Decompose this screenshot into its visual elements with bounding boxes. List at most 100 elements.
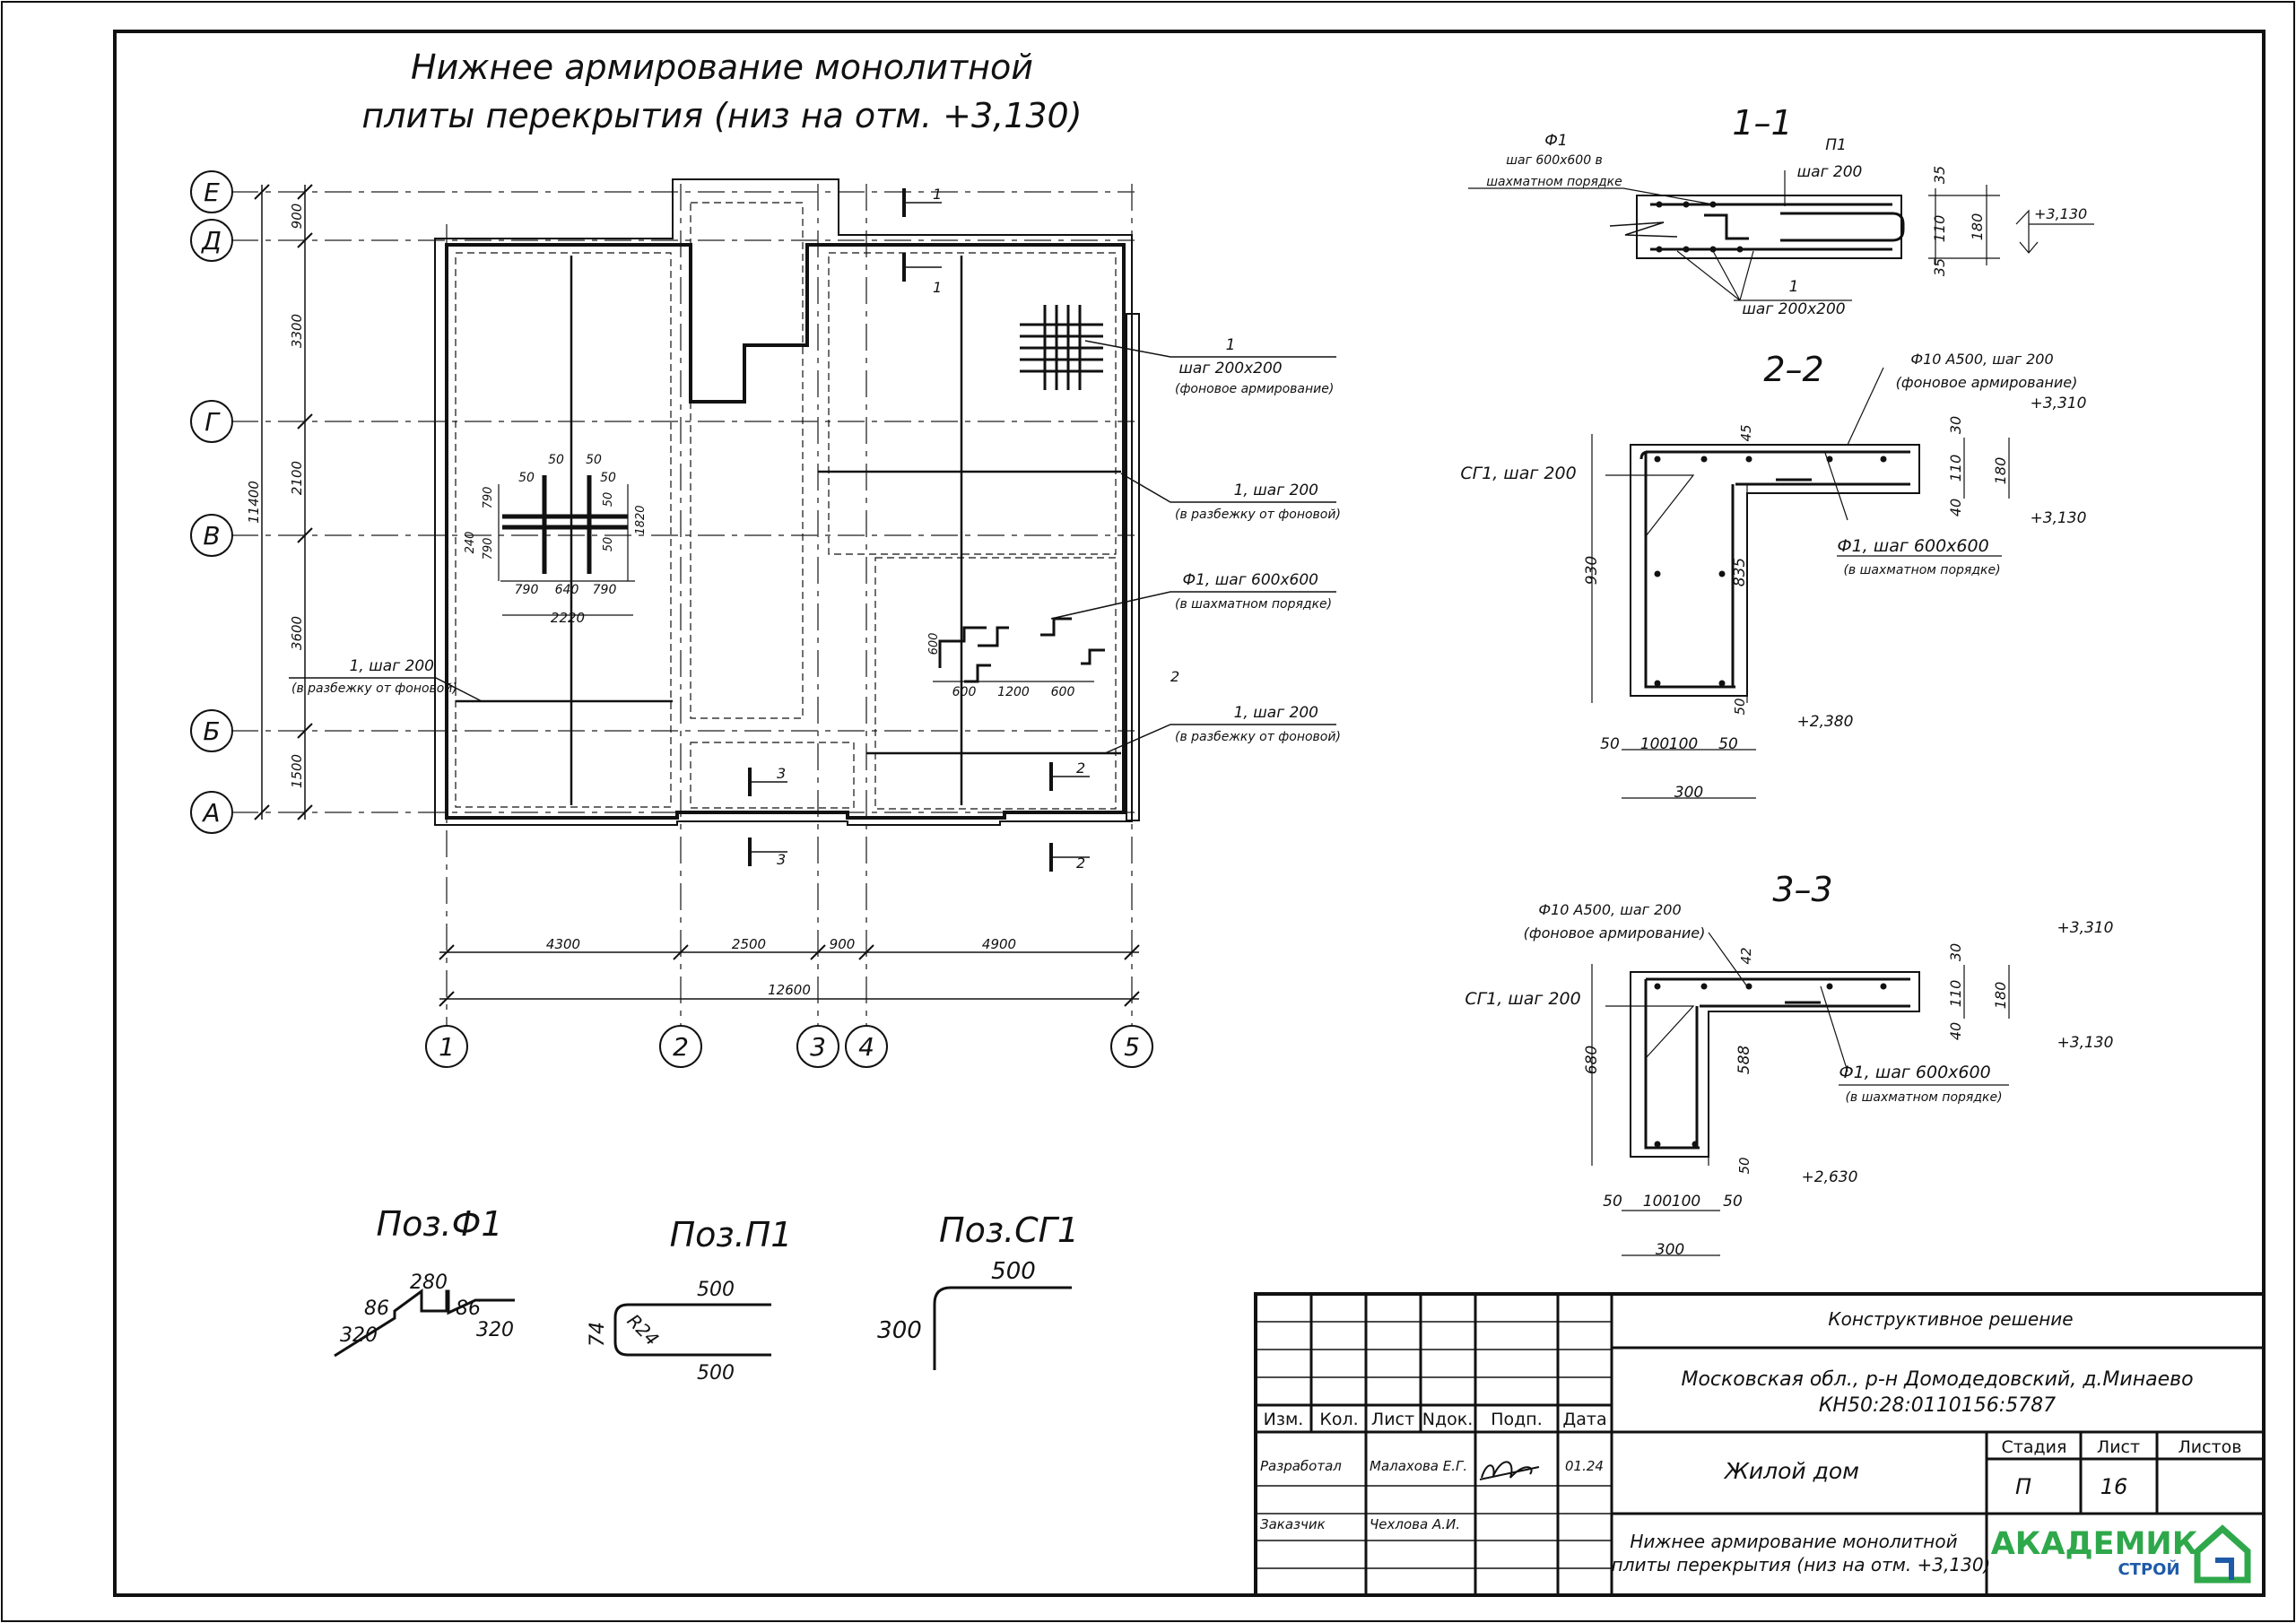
plan-section-marks: 1 1 2 2 2 3 3: [748, 186, 1179, 872]
tb-developed-date: 01.24: [1565, 1458, 1604, 1474]
sec-mark-2a: 2: [1170, 668, 1179, 685]
sec22-dim-b100a: 100: [1640, 735, 1669, 753]
detail-f1-320b: 320: [476, 1319, 514, 1341]
sec22-dim-300: 300: [1674, 784, 1703, 802]
col-dim-4300: 4300: [546, 936, 580, 952]
sec33-sg: СГ1, шаг 200: [1465, 989, 1580, 1009]
section-1-1: 1–1 Ф1 шаг 600х600 в шахматном порядке П…: [1468, 103, 2094, 318]
sec22-elev-wall: +2,380: [1797, 713, 1854, 731]
tb-h-izm: Изм.: [1264, 1410, 1304, 1429]
tb-doc-type: Конструктивное решение: [1828, 1308, 2073, 1330]
sec11-dim-110: 110: [1931, 215, 1948, 243]
sec11-f1-desc2: шахматном порядке: [1486, 175, 1622, 189]
house-icon: [2194, 1524, 2251, 1584]
sec33-note2: (фоновое армирование): [1524, 924, 1706, 942]
sec33-title: 3–3: [1772, 870, 1832, 909]
sec22-dim-b100b: 100: [1669, 735, 1698, 753]
sec22-f1: Ф1, шаг 600х600: [1837, 536, 1988, 556]
title-block: Изм. Кол. Лист Nдок. Подп. Дата Разработ…: [1254, 1292, 2266, 1597]
row-dim-1500: 1500: [289, 754, 305, 788]
sec22-dim-40: 40: [1947, 499, 1964, 516]
company-logo: АКАДЕМИК СТРОЙ: [1991, 1524, 2251, 1584]
tb-developed-name: Малахова Е.Г.: [1370, 1458, 1467, 1474]
sec11-dim-180: 180: [1969, 213, 1986, 241]
sec11-p1-desc: шаг 200: [1797, 163, 1863, 181]
axis-col-2: 2: [673, 1032, 689, 1062]
plan-axes: Е Д Г В Б А 1 2 3 4 5: [190, 170, 1153, 1068]
sec33-dim-588: 588: [1735, 1046, 1753, 1075]
axis-col-4: 4: [858, 1032, 874, 1062]
sec22-dim-835: 835: [1731, 558, 1749, 586]
detail-sg1-500: 500: [991, 1258, 1036, 1285]
callout-mesh-1: 1: [1226, 336, 1236, 354]
row-dim-3300: 3300: [289, 314, 305, 348]
op-dim-t2: 50: [586, 453, 602, 467]
tb-stage-value: П: [2015, 1474, 2031, 1499]
tb-h-ndok: Nдок.: [1422, 1410, 1474, 1429]
sec22-f1-desc: (в шахматном порядке): [1843, 563, 2000, 577]
sec33-elev-bot: +3,130: [2057, 1034, 2114, 1052]
sec11-f1: Ф1: [1544, 132, 1567, 150]
tb-address-1: Московская обл., р-н Домодедовский, д.Ми…: [1681, 1368, 2193, 1391]
sec33-dim-b100a: 100: [1643, 1193, 1672, 1211]
logo-sub-text: СТРОЙ: [2118, 1559, 2179, 1579]
op-dim-l2: 790: [482, 538, 495, 560]
col-dimension-chain: 4300 2500 900 4900 12600: [439, 936, 1140, 1007]
detail-f1-86a: 86: [364, 1298, 389, 1320]
tb-h-podp: Подп.: [1491, 1410, 1543, 1429]
callout-bar2-1: 1, шаг 200: [1234, 704, 1318, 722]
sec22-dim-180: 180: [1992, 457, 2009, 485]
sec-mark-1a: 1: [933, 186, 942, 203]
sec-mark-3a: 3: [777, 765, 786, 782]
sec33-note1: Ф10 А500, шаг 200: [1538, 901, 1681, 918]
callout-bar1-2: (в разбежку от фоновой): [1175, 508, 1341, 522]
plan-title-line1: Нижнее армирование монолитной: [411, 48, 1033, 87]
axis-col-5: 5: [1124, 1032, 1140, 1062]
tb-customer-label: Заказчик: [1260, 1516, 1326, 1532]
tb-h-kol: Кол.: [1319, 1410, 1358, 1429]
section-2-2: 2–2 Ф10 А500, шаг 200 (фоновое армирован…: [1460, 350, 2086, 802]
sec33-f1: Ф1, шаг 600х600: [1839, 1063, 1990, 1082]
op-dim-t0: 50: [518, 471, 535, 485]
sec-mark-3b: 3: [777, 851, 786, 868]
row-dim-2100: 2100: [289, 461, 305, 495]
callout-bar3-1: 1, шаг 200: [350, 657, 434, 675]
sec33-dim-300: 300: [1656, 1241, 1684, 1259]
sec-mark-2c: 2: [1076, 855, 1085, 872]
sec33-dim-b50a: 50: [1603, 1193, 1622, 1211]
slab-outline: [434, 178, 1140, 826]
logo-main-text: АКАДЕМИК: [1991, 1526, 2198, 1562]
sec33-dim-42: 42: [1738, 947, 1754, 964]
stair-f1-pattern: [938, 617, 1105, 683]
op-dim-l0: 790: [482, 487, 495, 509]
detail-sg1: Поз.СГ1 500 300: [877, 1211, 1079, 1370]
sec22-title: 2–2: [1763, 350, 1823, 389]
sec11-elev: +3,130: [2034, 205, 2087, 222]
op-dim-b2: 790: [593, 583, 617, 597]
sec33-dim-110: 110: [1947, 980, 1964, 1008]
detail-p1-height: 74: [587, 1322, 609, 1347]
row-dim-total: 11400: [246, 481, 262, 524]
detail-p1-radius: R24: [623, 1310, 664, 1350]
tb-drawing-1: Нижнее армирование монолитной: [1630, 1531, 1957, 1552]
op-dim-r2: 1820: [634, 505, 648, 534]
axis-row-g: Г: [204, 407, 221, 437]
axis-row-b: Б: [203, 716, 220, 746]
sec33-dim-180: 180: [1992, 982, 2009, 1010]
detail-f1-86b: 86: [456, 1298, 481, 1320]
sec22-sg: СГ1, шаг 200: [1460, 464, 1576, 483]
detail-p1-top: 500: [697, 1279, 735, 1301]
detail-f1-title: Поз.Ф1: [377, 1204, 503, 1244]
callout-f1-2: (в шахматном порядке): [1175, 597, 1332, 612]
op-dim-b0: 790: [515, 583, 539, 597]
opening-reinforcement: [502, 475, 628, 574]
sec33-dim-40: 40: [1947, 1022, 1964, 1040]
plan-callouts: 1 шаг 200х200 (фоновое армирование) 1, ш…: [289, 336, 1341, 754]
sec22-dim-930: 930: [1583, 556, 1601, 585]
detail-f1-320a: 320: [340, 1324, 378, 1347]
sec11-dim-35b: 35: [1931, 258, 1948, 276]
col-dim-total: 12600: [768, 982, 811, 998]
op-dim-r1: 50: [602, 537, 615, 552]
